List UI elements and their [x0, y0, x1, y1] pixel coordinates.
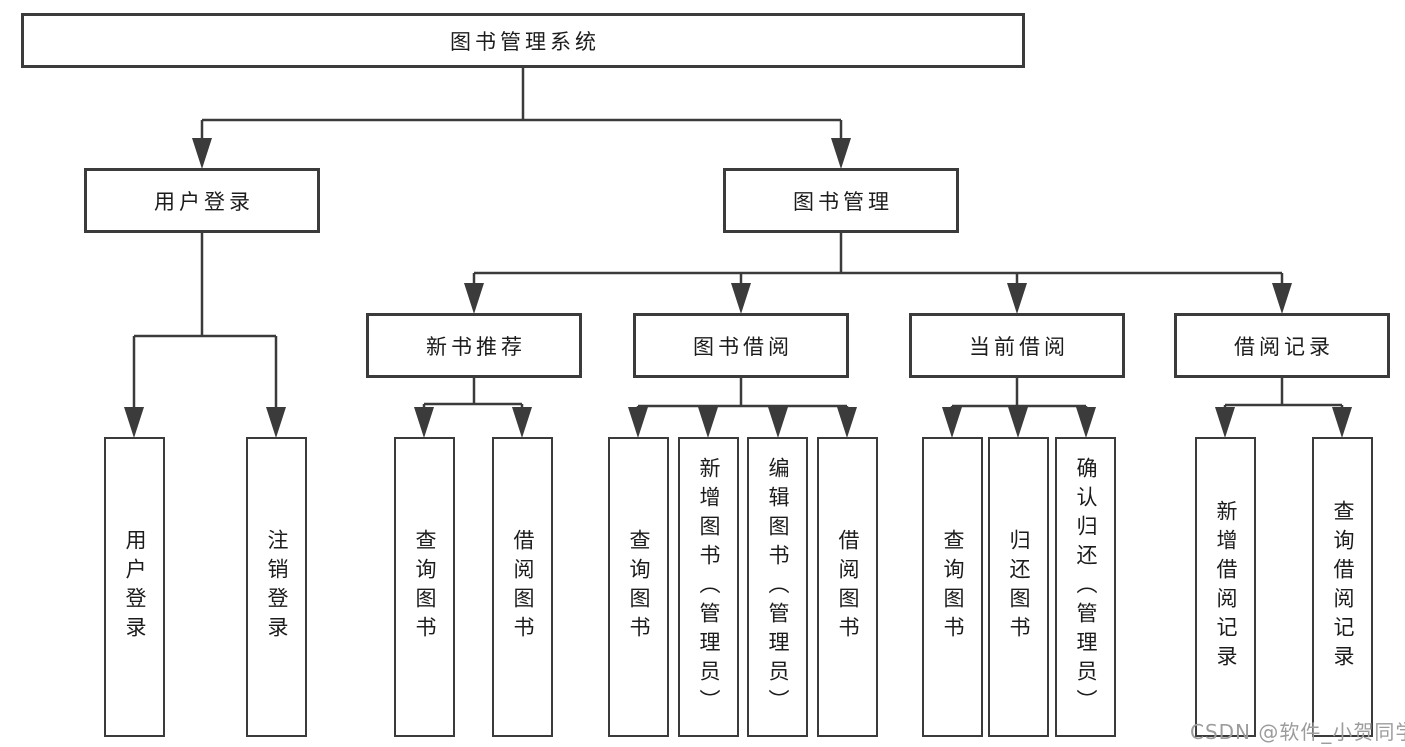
leaf-query-books-borrow: 查询图书 — [608, 437, 669, 737]
leaf-borrow-books-label: 借阅图书 — [836, 529, 860, 645]
leaf-logout: 注销登录 — [246, 437, 307, 737]
leaf-confirm-return-admin-label: 确认归还（管理员） — [1074, 456, 1098, 718]
node-book-management: 图书管理 — [723, 168, 959, 233]
leaf-borrow-books: 借阅图书 — [817, 437, 878, 737]
leaf-edit-book-admin: 编辑图书（管理员） — [747, 437, 808, 737]
node-current-borrow: 当前借阅 — [909, 313, 1125, 378]
leaf-add-borrow-record: 新增借阅记录 — [1195, 437, 1256, 737]
leaf-query-borrow-record: 查询借阅记录 — [1312, 437, 1373, 737]
leaf-edit-book-admin-label: 编辑图书（管理员） — [766, 456, 790, 718]
leaf-query-books-current-label: 查询图书 — [941, 529, 965, 645]
node-user-login-branch-label: 用户登录 — [154, 189, 254, 214]
leaf-add-borrow-record-label: 新增借阅记录 — [1214, 500, 1238, 674]
leaf-confirm-return-admin: 确认归还（管理员） — [1055, 437, 1116, 737]
node-current-borrow-label: 当前借阅 — [969, 334, 1069, 359]
leaf-query-books-current: 查询图书 — [922, 437, 983, 737]
leaf-logout-label: 注销登录 — [265, 529, 289, 645]
csdn-watermark: CSDN @软件_小贺同学 — [1190, 720, 1405, 744]
node-library-system-label: 图书管理系统 — [450, 29, 600, 54]
leaf-query-borrow-record-label: 查询借阅记录 — [1331, 500, 1355, 674]
arrowhead-icons — [124, 138, 1352, 438]
node-book-borrow: 图书借阅 — [633, 313, 849, 378]
leaf-add-book-admin-label: 新增图书（管理员） — [697, 456, 721, 718]
leaf-return-book-label: 归还图书 — [1007, 529, 1031, 645]
leaf-add-book-admin: 新增图书（管理员） — [678, 437, 739, 737]
node-book-borrow-label: 图书借阅 — [693, 334, 793, 359]
leaf-borrow-books-recommend: 借阅图书 — [492, 437, 553, 737]
node-book-management-label: 图书管理 — [793, 189, 893, 214]
node-new-book-recommend: 新书推荐 — [366, 313, 582, 378]
node-user-login-branch: 用户登录 — [84, 168, 320, 233]
node-borrow-records: 借阅记录 — [1174, 313, 1390, 378]
leaf-query-books-borrow-label: 查询图书 — [627, 529, 651, 645]
node-new-book-recommend-label: 新书推荐 — [426, 334, 526, 359]
leaf-user-login: 用户登录 — [104, 437, 165, 737]
leaf-query-books-recommend-label: 查询图书 — [413, 529, 437, 645]
node-library-system: 图书管理系统 — [21, 13, 1025, 68]
leaf-return-book: 归还图书 — [988, 437, 1049, 737]
leaf-user-login-label: 用户登录 — [123, 529, 147, 645]
node-borrow-records-label: 借阅记录 — [1234, 334, 1334, 359]
leaf-borrow-books-recommend-label: 借阅图书 — [511, 529, 535, 645]
leaf-query-books-recommend: 查询图书 — [394, 437, 455, 737]
